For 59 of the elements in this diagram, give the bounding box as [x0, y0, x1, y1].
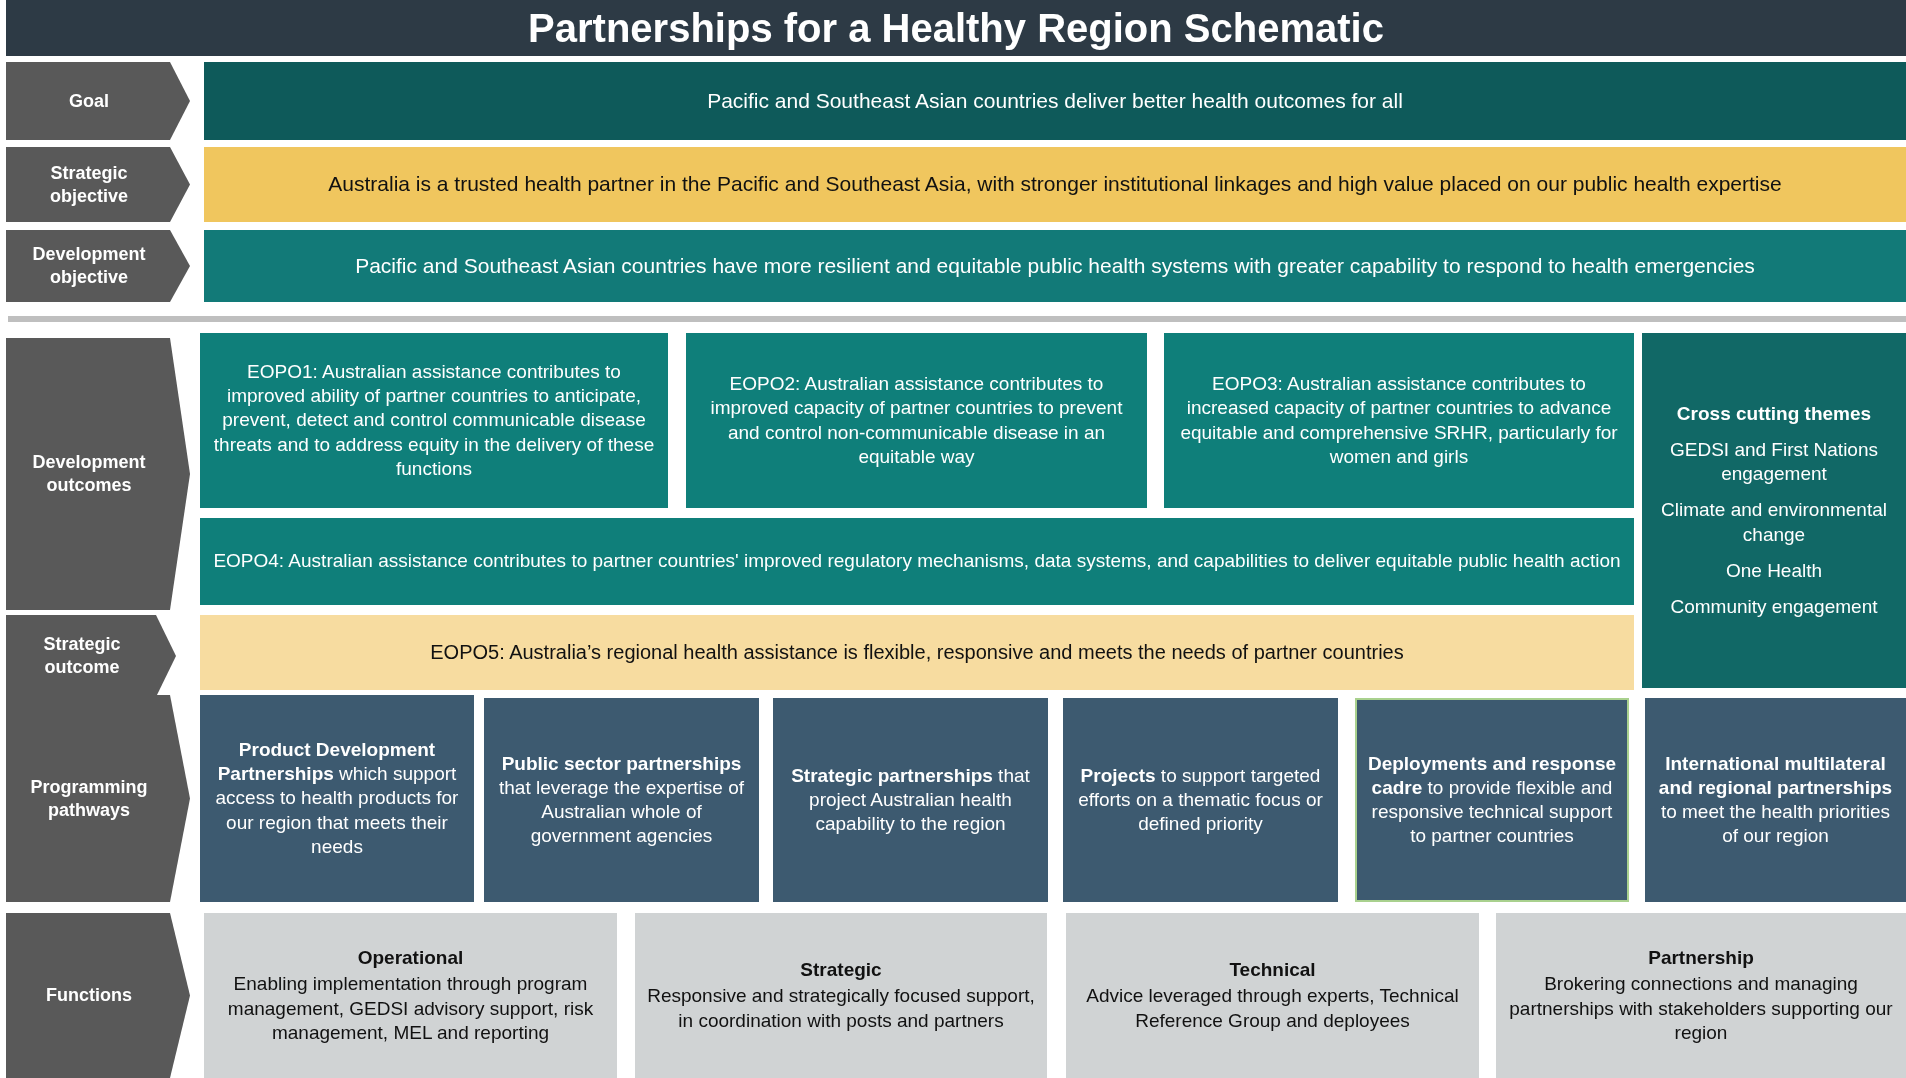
body-text: Goal	[69, 89, 109, 113]
heading: Strategic	[800, 958, 882, 983]
body-text: Projects to support targeted efforts on a thematic focus or defined priority	[1077, 763, 1324, 837]
pathway-box	[1063, 698, 1338, 902]
heading: Cross cutting themes	[1676, 402, 1872, 427]
body-text: Functions	[46, 984, 132, 1007]
heading: Operational	[357, 946, 464, 971]
function-box	[635, 913, 1047, 1078]
outcome-box	[1164, 333, 1634, 508]
outcome-box	[200, 518, 1634, 605]
theme-text: Community engagement	[1670, 594, 1878, 619]
goal-box	[204, 62, 1906, 140]
body-text: Australia is a trusted health partner in the Pacific and Southeast Asia, with stronger institutional linkages and high value placed on our public health expertise	[328, 171, 1782, 198]
body-text: Deployments and response cadre to provide flexible and responsive technical support to partner countries	[1367, 751, 1617, 849]
body-text: Responsive and strategically focused support, in coordination with posts and partners	[646, 984, 1036, 1033]
body-text: EOPO5: Australia’s regional health assistance is flexible, responsive and meets the needs of partner countries	[430, 639, 1404, 665]
themes-panel	[1642, 333, 1906, 688]
objective-box	[204, 230, 1906, 302]
theme-text: GEDSI and First Nations engagement	[1669, 438, 1879, 487]
outcome-box	[686, 333, 1147, 508]
row-heading-tab	[6, 338, 190, 610]
body-text: EOPO1: Australian assistance contributes to improved ability of partner countries to anticipate, prevent, detect and control communicable disease threats and to address equity in the delivery of these functions	[212, 360, 656, 481]
pathway-box	[1355, 698, 1629, 902]
body-text: EOPO2: Australian assistance contributes to improved capacity of partner countries to prevent and control non-communicable disease in an equitable way	[709, 372, 1124, 469]
body-text: EOPO3: Australian assistance contributes to increased capacity of partner countries to advance equitable and comprehensive SRHR, particularly for women and girls	[1179, 372, 1619, 469]
body-text: Product Development Partnerships which support access to health products for our region that meets their needs	[214, 738, 460, 859]
function-box	[1066, 913, 1479, 1078]
body-text: Public sector partnerships that leverage the expertise of Australian whole of government agencies	[497, 751, 745, 849]
heading: Partnership	[1648, 946, 1754, 971]
body-text: Programming pathways	[29, 775, 149, 822]
heading: Technical	[1229, 958, 1316, 983]
row-heading-tab	[6, 230, 190, 302]
title: Partnerships for a Healthy Region Schematic	[528, 5, 1384, 51]
body-text: Strategic outcome	[42, 633, 122, 679]
row-heading-tab	[6, 62, 190, 140]
row-heading-tab	[6, 147, 190, 222]
function-box	[204, 913, 617, 1078]
body-text: Strategic partnerships that project Australian health capability to the region	[790, 763, 1031, 837]
row-heading-tab	[6, 913, 190, 1078]
outcome-box	[200, 615, 1634, 690]
body-text: Pacific and Southeast Asian countries have more resilient and equitable public health systems with greater capability to respond to health emergencies	[355, 252, 1755, 279]
pathway-box	[1645, 698, 1906, 902]
body-text: Development objective	[31, 243, 147, 289]
objective-box	[204, 147, 1906, 222]
body-text: Strategic objective	[49, 161, 129, 208]
pathway-box	[773, 698, 1048, 902]
pathway-box	[484, 698, 759, 902]
body-text: Enabling implementation through program management, GEDSI advisory support, risk management, MEL and reporting	[226, 972, 595, 1045]
body-text: International multilateral and regional partnerships to meet the health priorities of our region	[1657, 751, 1894, 849]
body-text: EOPO4: Australian assistance contributes to partner countries' improved regulatory mechanisms, data systems, and capabilities to deliver equitable public health action	[213, 549, 1621, 574]
body-text: Brokering connections and managing partnerships with stakeholders supporting our region	[1508, 972, 1894, 1045]
body-text: Advice leveraged through experts, Technical Reference Group and deployees	[1085, 984, 1460, 1033]
theme-text: Climate and environmental change	[1660, 498, 1888, 547]
body-text: Development outcomes	[31, 451, 147, 497]
outcome-box	[200, 333, 668, 508]
pathway-box	[200, 695, 474, 902]
theme-text: One Health	[1725, 558, 1823, 583]
body-text: Pacific and Southeast Asian countries deliver better health outcomes for all	[707, 87, 1403, 114]
function-box	[1496, 913, 1906, 1078]
